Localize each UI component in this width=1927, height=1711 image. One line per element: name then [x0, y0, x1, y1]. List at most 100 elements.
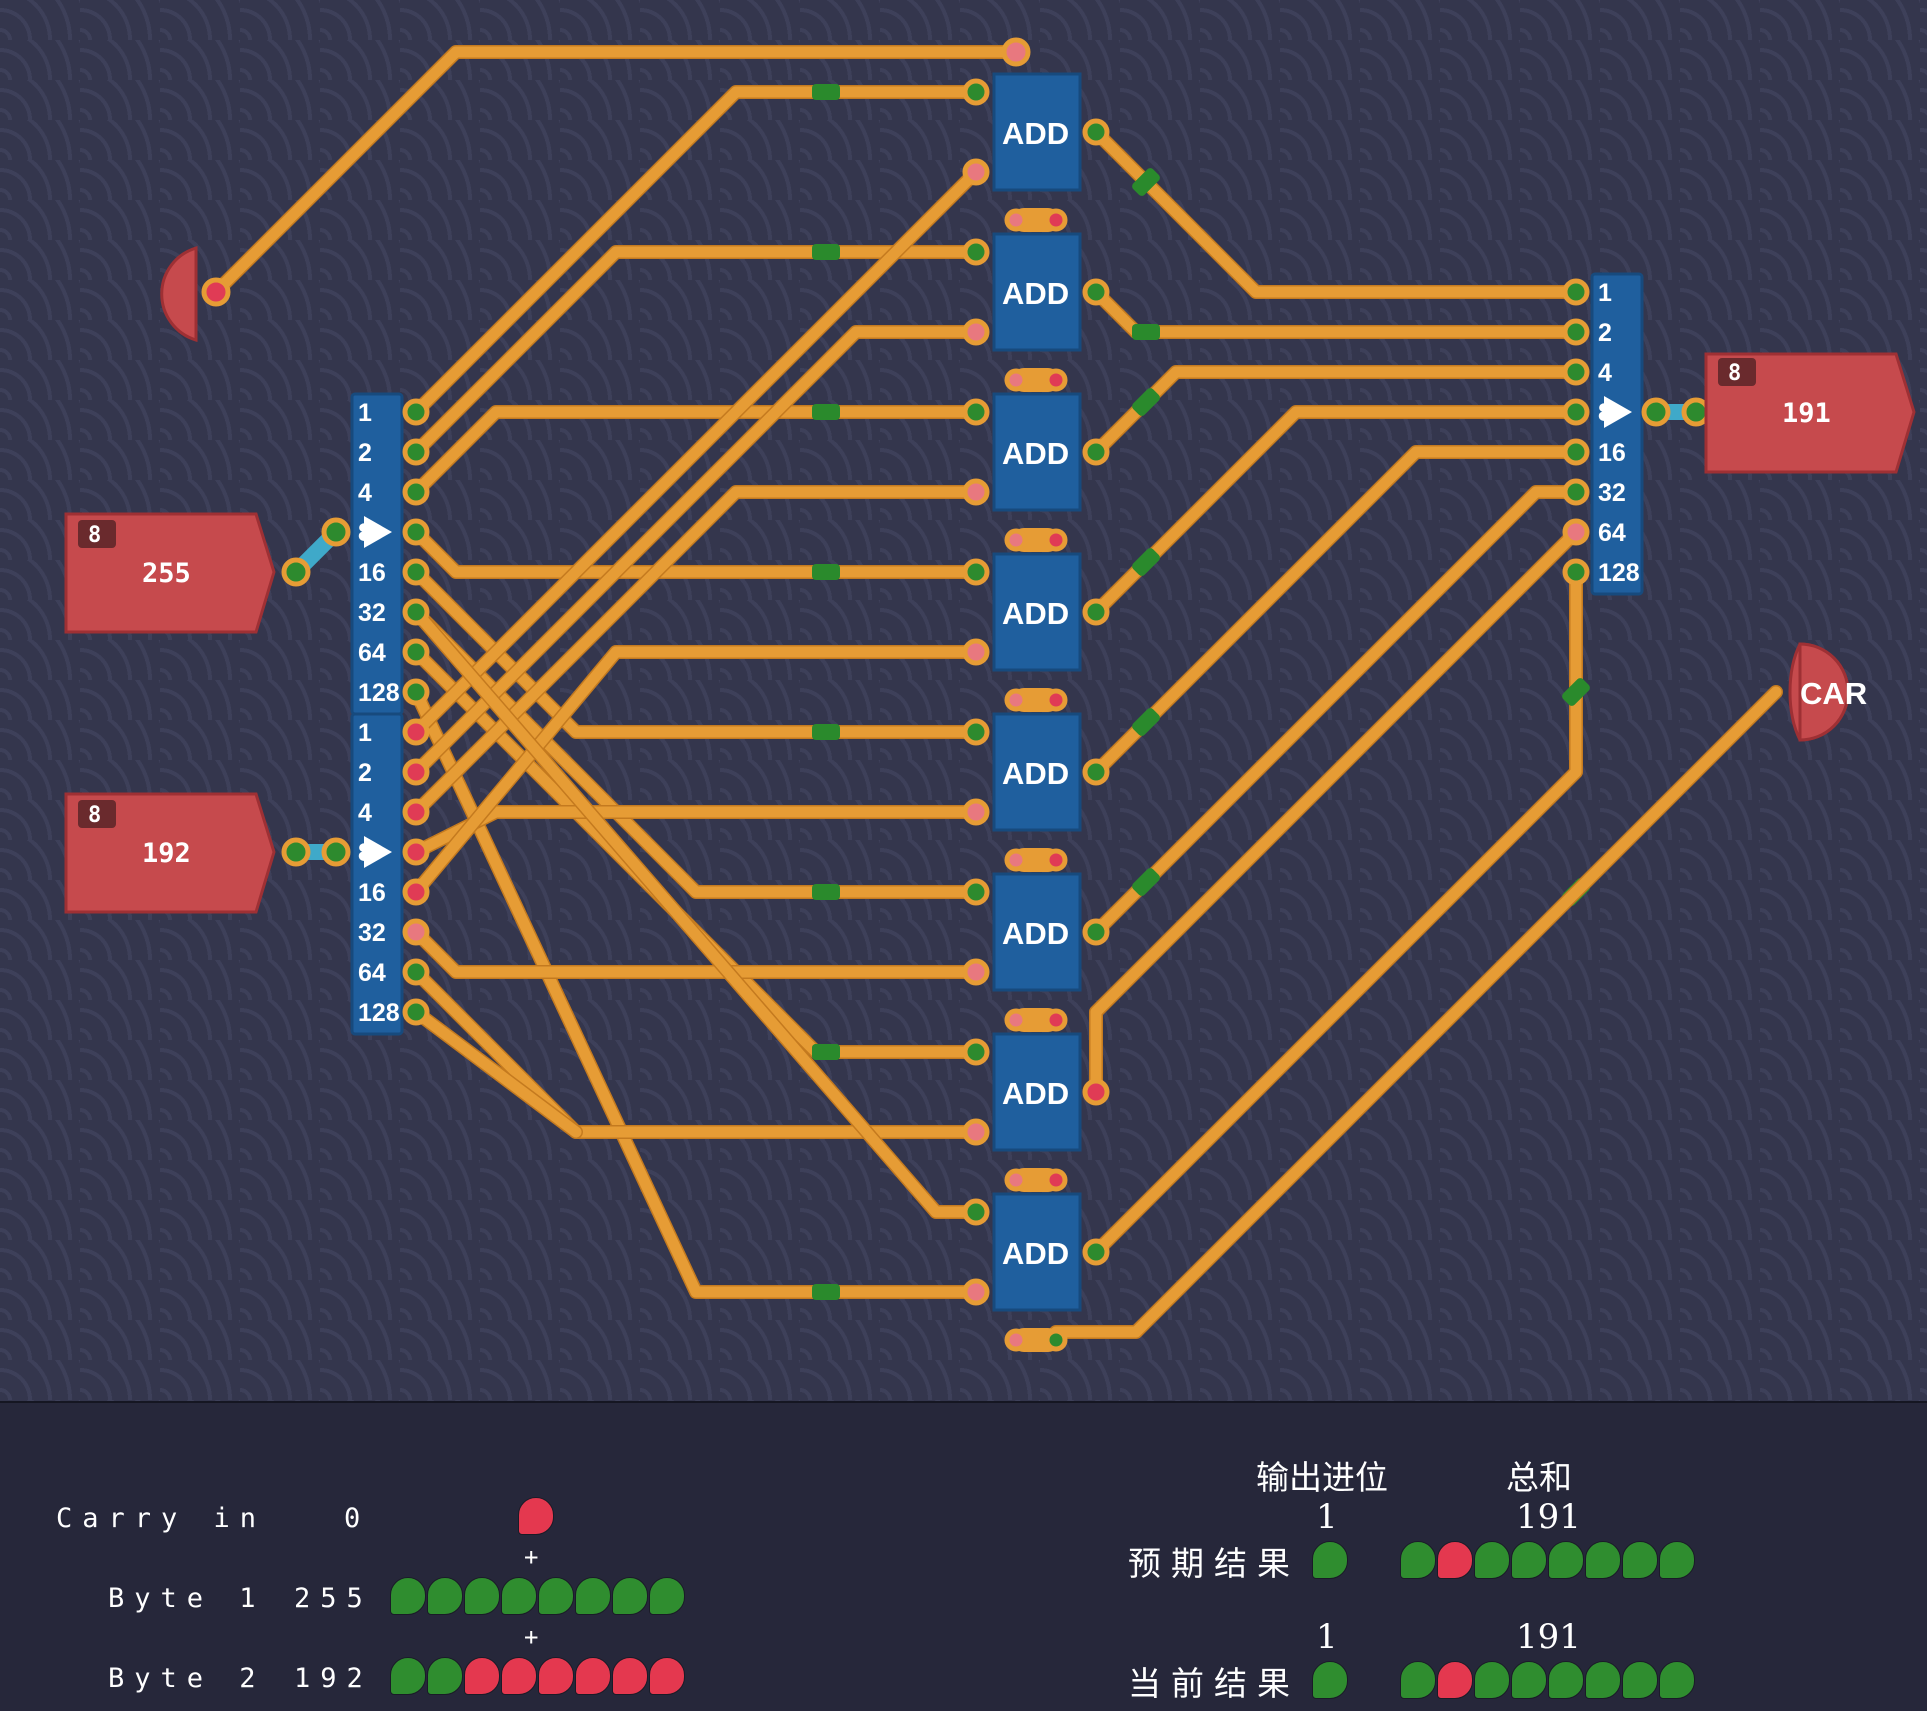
- bit-indicator: [1474, 1661, 1510, 1699]
- input-b-value: 192: [142, 838, 191, 869]
- test-panel: Carry in 0 + Byte 1 255 + Byte 2 192 输出进…: [0, 1401, 1927, 1711]
- bit-indicator: [575, 1577, 611, 1615]
- adder-carry-out: [1004, 848, 1028, 872]
- bus-pin: [1562, 438, 1590, 466]
- circuit-canvas[interactable]: 8 255 8 192 12488163264128: [0, 0, 1927, 1401]
- adder-5[interactable]: ADD: [962, 712, 1110, 872]
- wire: [410, 806, 982, 858]
- adder-sum-out: [1082, 278, 1110, 306]
- adder-input-a: [962, 718, 990, 746]
- adder-sum-out: [1082, 118, 1110, 146]
- byte2-bits: [390, 1657, 685, 1695]
- bit-indicator: [649, 1657, 685, 1695]
- current-carry: 1: [1316, 1617, 1338, 1657]
- bus-bit-label: 64: [358, 639, 386, 667]
- bus-pin: [402, 518, 430, 546]
- col-sum: 总和: [1506, 1458, 1572, 1497]
- adder-6[interactable]: ADD: [962, 872, 1110, 1032]
- joiner-out[interactable]: 12488163264128: [1562, 272, 1644, 596]
- carry-in-bits: [518, 1497, 554, 1535]
- wire-state-marker: [1132, 868, 1160, 896]
- bit-indicator: [538, 1577, 574, 1615]
- bit-indicator: [518, 1497, 554, 1535]
- current-label: 当前结果: [1128, 1664, 1300, 1703]
- adder-body: [992, 1032, 1082, 1152]
- adder-label: ADD: [1002, 116, 1069, 151]
- wire-state-marker: [812, 84, 840, 100]
- carry-in-value: 0: [344, 1503, 371, 1534]
- bus-bit-label: 16: [358, 559, 386, 587]
- bus-pin: [402, 438, 430, 466]
- bit-indicator: [501, 1657, 537, 1695]
- bus-pin: [402, 998, 430, 1026]
- bus-pin: [402, 798, 430, 826]
- wire-edge: [409, 805, 983, 859]
- circuit-diagram[interactable]: 8 255 8 192 12488163264128: [0, 0, 1927, 1401]
- wire-state-marker: [812, 404, 840, 420]
- adder-2[interactable]: ADD: [962, 232, 1110, 392]
- expected-sum-bits: [1400, 1541, 1695, 1579]
- adder-carry-out: [1004, 208, 1028, 232]
- wire-state-marker: [1132, 324, 1160, 340]
- adder-sum-out: [1082, 1238, 1110, 1266]
- output-width: 8: [1728, 361, 1741, 386]
- wire: [410, 606, 982, 1218]
- wire: [1090, 366, 1582, 458]
- adder-7[interactable]: ADD: [962, 1032, 1110, 1192]
- bit-indicator: [575, 1657, 611, 1695]
- bit-indicator: [1312, 1661, 1348, 1699]
- splitter-b[interactable]: 12488163264128: [350, 712, 430, 1036]
- adder-8[interactable]: ADD: [962, 1192, 1110, 1352]
- adder-3[interactable]: ADD: [962, 392, 1110, 552]
- carry-input-node[interactable]: [160, 245, 231, 343]
- byte1-label: Byte 1: [108, 1583, 266, 1614]
- bus-bit-label: 32: [1598, 479, 1626, 507]
- wire-layer[interactable]: [209, 45, 1783, 1339]
- adder-input-b: [962, 478, 990, 506]
- adder-input-a: [962, 1198, 990, 1226]
- bus-bit-label: 2: [358, 759, 372, 787]
- adder-carry-in: [1044, 848, 1068, 872]
- bus-marker-icon: [364, 516, 392, 548]
- bus-bit-label: 128: [358, 679, 400, 707]
- adder-body: [992, 72, 1082, 192]
- output-byte[interactable]: 8 191: [1641, 352, 1916, 474]
- input-byte-b[interactable]: 8 192: [64, 792, 351, 914]
- adder-carry-in: [1044, 528, 1068, 552]
- carry-output-label: CAR: [1800, 676, 1867, 711]
- wire-state-marker: [1132, 388, 1160, 416]
- bit-indicator: [1659, 1661, 1695, 1699]
- splitter-a[interactable]: 12488163264128: [350, 392, 430, 716]
- bit-indicator: [1511, 1541, 1547, 1579]
- bit-indicator: [1437, 1541, 1473, 1579]
- carry-output-node[interactable]: CAR: [1788, 642, 1867, 742]
- adder-1[interactable]: ADD: [962, 72, 1110, 232]
- adder-label: ADD: [1002, 1076, 1069, 1111]
- bus-pin: [402, 718, 430, 746]
- wire: [410, 486, 982, 818]
- component-layer[interactable]: 8 255 8 192 12488163264128: [64, 37, 1916, 1352]
- bit-indicator: [538, 1657, 574, 1695]
- plus-sign-1: +: [524, 1543, 539, 1571]
- adder-4[interactable]: ADD: [962, 552, 1110, 712]
- adder-body: [992, 552, 1082, 672]
- bit-indicator: [649, 1577, 685, 1615]
- adder-input-b: [962, 798, 990, 826]
- adder-sum-out: [1082, 758, 1110, 786]
- adder-carry-out: [1004, 528, 1028, 552]
- wire: [210, 46, 1022, 298]
- wire-state-marker: [1132, 548, 1160, 576]
- adder-body: [992, 392, 1082, 512]
- bus-marker-icon: [1604, 396, 1632, 428]
- adder-carry-out: [1004, 368, 1028, 392]
- adder-label: ADD: [1002, 436, 1069, 471]
- bus-bit-label: 8: [360, 519, 374, 547]
- bus-bit-label: 4: [1598, 359, 1612, 387]
- adder-sum-out: [1082, 918, 1110, 946]
- input-byte-a[interactable]: 8 255: [64, 512, 351, 634]
- wire: [1090, 526, 1582, 1098]
- adder-sum-out: [1082, 438, 1110, 466]
- wire: [410, 566, 982, 738]
- bus-pin: [402, 558, 430, 586]
